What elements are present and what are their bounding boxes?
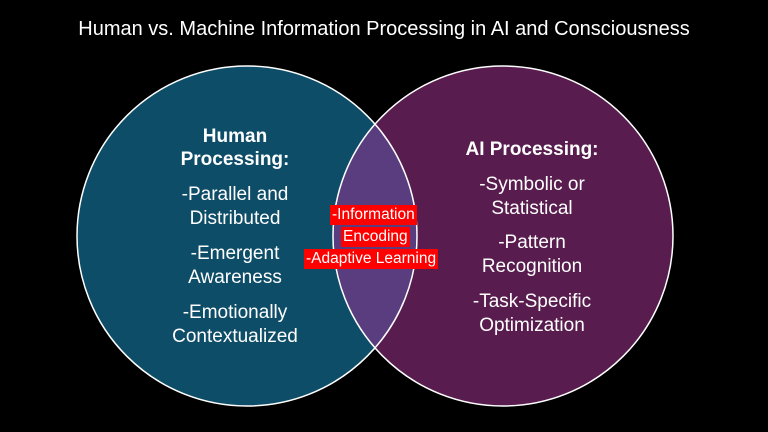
overlap-item-encoding: Encoding <box>341 227 410 247</box>
human-item-1-line-2: Distributed <box>189 208 281 229</box>
ai-item-2-line-2: Recognition <box>481 256 583 277</box>
overlap-item-information: -Information <box>330 205 417 225</box>
ai-circle <box>333 66 673 406</box>
ai-heading: AI Processing: <box>465 139 599 160</box>
human-item-3-line-2: Contextualized <box>172 326 298 347</box>
ai-item-3-line-1: -Task-Specific <box>472 291 592 312</box>
ai-item-2-line-1: -Pattern <box>498 232 566 253</box>
human-item-2-line-1: -Emergent <box>190 243 280 264</box>
human-item-1-line-1: -Parallel and <box>181 184 289 205</box>
human-heading-line-2: Processing: <box>180 149 290 170</box>
human-heading-line-1: Human <box>202 126 268 147</box>
human-circle-outline <box>76 65 418 407</box>
overlap-item-adaptive-learning: -Adaptive Learning <box>304 249 439 269</box>
ai-item-3-line-2: Optimization <box>479 315 585 336</box>
human-item-3-line-1: -Emotionally <box>182 302 288 323</box>
slide-title: Human vs. Machine Information Processing… <box>78 18 690 40</box>
human-circle <box>77 66 417 406</box>
ai-item-1-line-1: -Symbolic or <box>479 174 585 195</box>
ai-item-1-line-2: Statistical <box>491 198 573 219</box>
ai-circle-outline <box>332 65 674 407</box>
human-item-2-line-2: Awareness <box>188 267 282 288</box>
